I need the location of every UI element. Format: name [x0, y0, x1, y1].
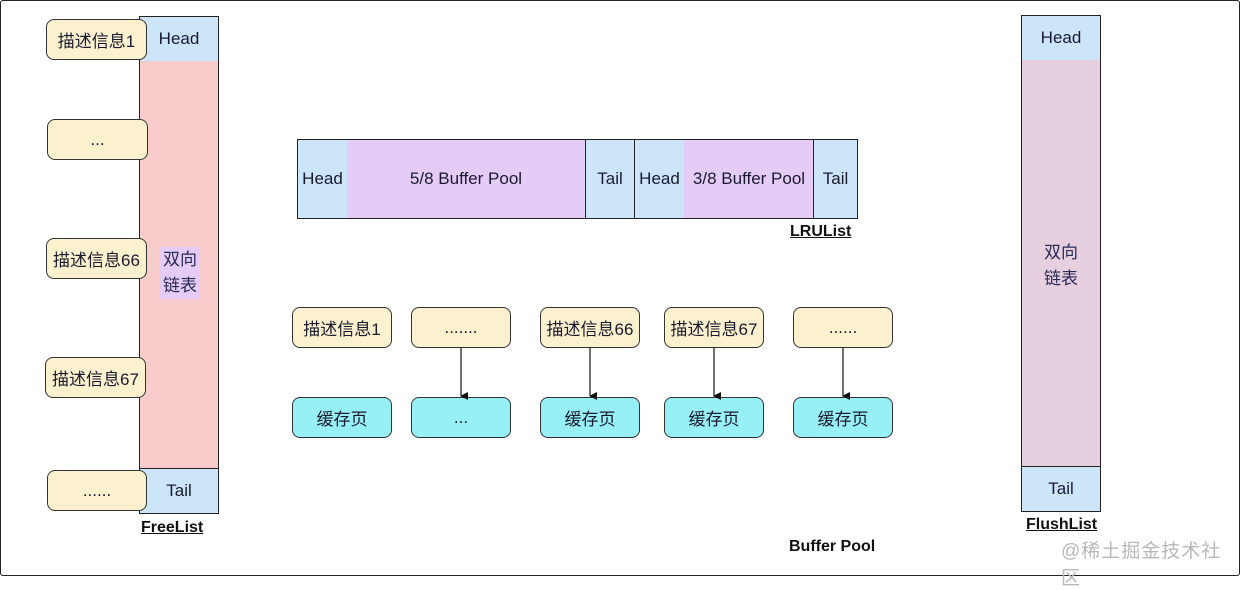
free-descriptor-3-label: 描述信息66 — [53, 251, 140, 270]
pool-cache-page-2-label: ... — [453, 407, 469, 427]
pool-cache-page-1-label: 缓存页 — [316, 410, 368, 429]
free-list-body-text: 双向 链表 — [160, 247, 200, 299]
pool-cache-page-4-label: 缓存页 — [688, 410, 740, 429]
pool-descriptor-2-label: ....... — [444, 317, 478, 337]
pool-descriptor-3: 描述信息66 — [540, 307, 640, 348]
pool-descriptor-5: ...... — [793, 307, 893, 348]
pool-descriptor-1: 描述信息1 — [292, 307, 392, 348]
pool-cache-page-5: 缓存页 — [793, 397, 893, 438]
pool-cache-page-3: 缓存页 — [540, 397, 640, 438]
free-descriptor-3: 描述信息66 — [46, 238, 147, 279]
pool-descriptor-5-label: ...... — [828, 317, 858, 337]
free-descriptor-5-label: ...... — [82, 480, 112, 500]
flush-list-label: FlushList — [1026, 516, 1098, 533]
free-list-body-line2: 链表 — [163, 276, 197, 295]
lru-segment-old: 3/8 Buffer Pool — [684, 139, 815, 219]
pool-cache-page-2: ... — [411, 397, 511, 438]
free-descriptor-2: ... — [47, 119, 148, 160]
pool-descriptor-4: 描述信息67 — [664, 307, 764, 348]
lru-segment-tail-2: Tail — [813, 139, 858, 219]
free-list-tail: Tail — [139, 468, 219, 514]
lru-segment-head-1: Head — [297, 139, 348, 219]
pool-cache-page-4: 缓存页 — [664, 397, 764, 438]
lru-segment-old-label: 3/8 Buffer Pool — [692, 169, 806, 188]
lru-segment-tail-2-label: Tail — [822, 169, 849, 188]
lru-segment-head-2: Head — [634, 139, 685, 219]
flush-list-body: 双向 链表 — [1021, 60, 1101, 467]
pool-cache-page-3-label: 缓存页 — [564, 410, 616, 429]
lru-segment-tail-1: Tail — [585, 139, 635, 219]
pool-cache-page-1: 缓存页 — [292, 397, 392, 438]
flush-list-body-line1: 双向 — [1044, 243, 1078, 262]
watermark: @稀土掘金技术社区 — [1061, 541, 1222, 589]
lru-segment-head-1-label: Head — [302, 169, 343, 188]
flush-list-body-line2: 链表 — [1044, 269, 1078, 288]
lru-segment-tail-1-label: Tail — [597, 169, 623, 188]
pool-descriptor-2: ....... — [411, 307, 511, 348]
pool-descriptor-4-label: 描述信息67 — [670, 320, 758, 339]
flush-list-head: Head — [1021, 15, 1101, 61]
flush-list-tail: Tail — [1021, 466, 1101, 512]
free-list-head-label: Head — [158, 29, 200, 48]
free-list-head: Head — [139, 16, 219, 62]
pool-descriptor-3-label: 描述信息66 — [546, 320, 634, 339]
free-list-label: FreeList — [141, 519, 204, 536]
flush-list-body-text: 双向 链表 — [1022, 240, 1100, 292]
free-descriptor-4: 描述信息67 — [45, 357, 146, 398]
flush-list-tail-label: Tail — [1048, 479, 1074, 498]
lru-segment-young: 5/8 Buffer Pool — [347, 139, 586, 219]
free-list-tail-label: Tail — [166, 481, 192, 500]
pool-descriptor-1-label: 描述信息1 — [303, 320, 381, 339]
lru-segment-young-label: 5/8 Buffer Pool — [409, 169, 523, 188]
free-descriptor-4-label: 描述信息67 — [52, 370, 139, 389]
buffer-pool-title: Buffer Pool — [789, 538, 876, 555]
free-descriptor-2-label: ... — [90, 129, 105, 149]
pool-cache-page-5-label: 缓存页 — [817, 410, 869, 429]
free-list-body-line1: 双向 — [163, 250, 197, 269]
lru-segment-head-2-label: Head — [639, 169, 680, 188]
flush-list-head-label: Head — [1040, 28, 1082, 47]
free-descriptor-1: 描述信息1 — [46, 19, 147, 60]
free-descriptor-5: ...... — [47, 470, 147, 511]
lru-list-label: LRUList — [790, 223, 852, 240]
free-list-body: 双向 链表 — [139, 61, 219, 469]
free-descriptor-1-label: 描述信息1 — [57, 32, 136, 51]
